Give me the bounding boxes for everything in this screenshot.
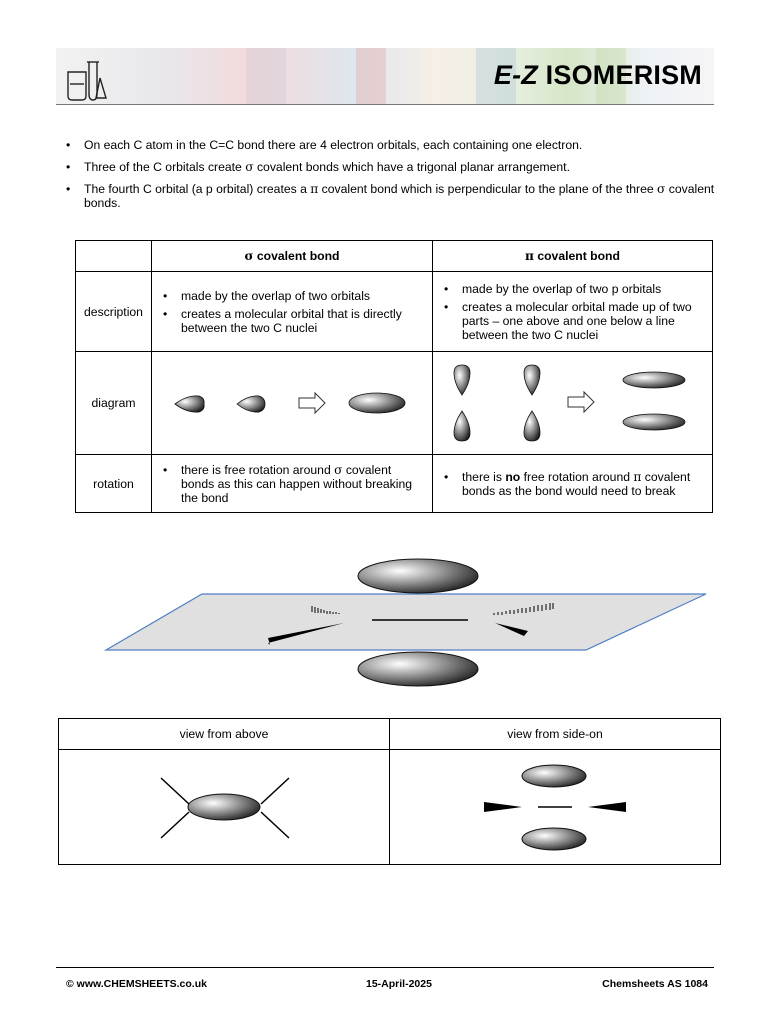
p-orbital-lobe xyxy=(453,410,471,442)
wedge-right-side xyxy=(588,802,626,812)
pi-rotation: there is no free rotation around π coval… xyxy=(432,454,713,513)
row-label-diagram: diagram xyxy=(75,351,152,455)
bullet-3: The fourth C orbital (a p orbital) creat… xyxy=(66,182,716,210)
bullet-1: On each C atom in the C=C bond there are… xyxy=(66,138,716,152)
sigma-description: made by the overlap of two orbitals crea… xyxy=(151,271,433,352)
pi-diagram xyxy=(432,351,713,455)
glassware-logo-icon xyxy=(67,61,107,101)
view-side-diagram xyxy=(389,749,721,865)
header-sigma: σ covalent bond xyxy=(151,240,433,272)
pi-description: made by the overlap of two p orbitals cr… xyxy=(432,271,713,352)
sigma-rotation: there is free rotation around σ covalent… xyxy=(151,454,433,513)
sigma-diagram xyxy=(151,351,433,455)
sigma-bond-orbital xyxy=(348,392,406,414)
arrow-icon xyxy=(567,390,595,414)
pi-bond-upper-lobe xyxy=(622,371,686,389)
pi-lower-lobe-side xyxy=(521,827,587,851)
pi-upper-lobe-side xyxy=(521,764,587,788)
header-pi: π covalent bond xyxy=(432,240,713,272)
p-orbital-lobe xyxy=(523,410,541,442)
bullet-2: Three of the C orbitals create σ covalen… xyxy=(66,160,716,174)
bond-comparison-table: σ covalent bond π covalent bond descript… xyxy=(75,240,713,513)
row-label-description: description xyxy=(75,271,152,352)
sp2-orbital-right xyxy=(236,395,266,413)
pi-bond-plane-diagram xyxy=(103,558,707,687)
arrow-icon xyxy=(298,391,326,415)
footer-website: © www.CHEMSHEETS.co.uk xyxy=(66,978,207,990)
pi-upper-lobe xyxy=(357,558,479,594)
pi-orbital-top-view xyxy=(187,793,261,821)
footer-rule xyxy=(56,967,714,968)
header-banner xyxy=(56,48,714,104)
pi-lower-lobe xyxy=(357,651,479,687)
row-label-rotation: rotation xyxy=(75,454,152,513)
corner-cell xyxy=(75,240,152,272)
sigma-plane xyxy=(103,593,707,651)
hashed-bond-right xyxy=(493,603,554,615)
view-above-diagram xyxy=(58,749,390,865)
p-orbital-lobe xyxy=(453,364,471,396)
page-title: E-Z ISOMERISM xyxy=(493,60,702,90)
p-orbital-lobe xyxy=(523,364,541,396)
wedge-left-side xyxy=(484,802,522,812)
sp2-orbital-left xyxy=(174,395,205,413)
views-table: view from above view from side-on xyxy=(58,718,721,865)
hashed-bond-left xyxy=(311,606,340,614)
header-rule xyxy=(56,104,714,105)
view-side-header: view from side-on xyxy=(389,718,721,750)
view-above-header: view from above xyxy=(58,718,390,750)
footer-sheet-id: Chemsheets AS 1084 xyxy=(602,978,708,990)
pi-bond-lower-lobe xyxy=(622,413,686,431)
intro-bullets: On each C atom in the C=C bond there are… xyxy=(66,138,716,218)
footer-date: 15-April-2025 xyxy=(366,978,432,990)
wedge-bond-right xyxy=(495,623,528,636)
